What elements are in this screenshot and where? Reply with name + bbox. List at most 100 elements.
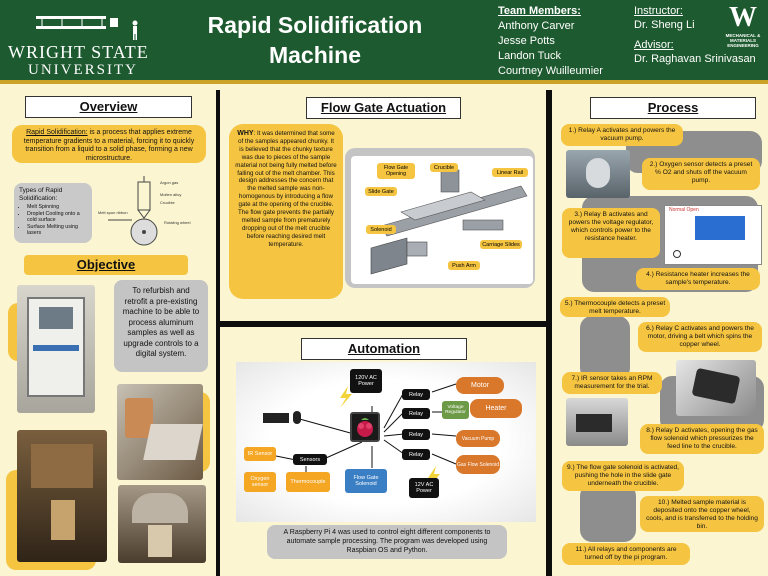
objective-box: To refurbish and retrofit a pre-existing… [114, 280, 208, 372]
decor-panel [580, 316, 630, 380]
definition-text: is a process that applies extreme temper… [23, 129, 195, 162]
left-column: Overview Rapid Solidification: is a proc… [0, 90, 216, 576]
vacuum-pump-photo [566, 150, 630, 198]
why-box: WHY: It was determined that some of the … [229, 124, 343, 299]
header-gold-stripe [0, 80, 768, 84]
faculty: Instructor: Dr. Sheng Li Advisor: Dr. Ra… [634, 4, 756, 66]
melt-spinning-diagram: Argon gas Molten alloy Crucible Melt spu… [98, 176, 210, 248]
dept-logo-text: MECHANICAL & MATERIALS ENGINEERING [725, 33, 761, 48]
logo-line-1: WRIGHT STATE [8, 42, 149, 62]
dept-logo-letter: W [729, 2, 757, 33]
process-step: 6.) Relay C activates and powers the mot… [638, 322, 762, 352]
instructor-heading: Instructor: [634, 5, 683, 17]
instructor-name: Dr. Sheng Li [634, 19, 695, 31]
process-step: 3.) Relay B activates and powers the vol… [562, 208, 660, 258]
advisor-name: Dr. Raghavan Srinivasan [634, 53, 756, 65]
output-voltage-regulator: Voltage Regulator [442, 401, 469, 419]
relay-diagram: Normal Open [664, 205, 762, 265]
type-item: Surface Melting using lasers [27, 224, 87, 237]
sensor-ir: IR Sensor [244, 447, 276, 461]
objective-text: To refurbish and retrofit a pre-existing… [122, 286, 200, 358]
label-flow-gate-opening: Flow Gate Opening [377, 163, 415, 179]
flow-gate-title: Flow Gate Actuation [306, 97, 461, 119]
label-solenoid: Solenoid [366, 225, 396, 234]
ir-sensor-photo [676, 360, 756, 416]
types-box: Types of Rapid Solidification: Melt Spin… [14, 183, 92, 243]
power-12v: 12V AC Power [409, 478, 439, 498]
automation-title: Automation [301, 338, 467, 360]
output-motor: Motor [456, 377, 504, 394]
types-heading: Types of Rapid Solidification: [19, 187, 63, 202]
team-member: Anthony Carver [498, 20, 575, 32]
process-step: 5.) Thermocouple detects a preset melt t… [560, 297, 670, 317]
type-item: Melt Spinning [27, 204, 87, 211]
machine-photo-before [17, 285, 95, 413]
automation-caption-box: A Raspberry Pi 4 was used to control eig… [267, 525, 507, 559]
team-member: Jesse Potts [498, 35, 555, 47]
diagram-label: Melt spun ribbon [98, 210, 128, 215]
team-member: Landon Tuck [498, 50, 561, 62]
solenoid-photo [566, 398, 628, 446]
machine-photo-interior [17, 430, 107, 562]
decor-panel [580, 484, 636, 542]
label-linear-rail: Linear Rail [492, 168, 528, 177]
label-slide-gate: Slide Gate [365, 187, 397, 196]
relay-1: Relay [402, 389, 430, 400]
why-text: : It was determined that some of the sam… [235, 130, 337, 248]
process-step: 7.) IR sensor takes an RPM measurement f… [562, 372, 662, 394]
raspberry-pi-icon [350, 412, 380, 442]
definition-box: Rapid Solidification: is a process that … [12, 125, 206, 163]
team-member: Courtney Wuilleumier [498, 65, 603, 77]
relay-2: Relay [402, 408, 430, 419]
diagram-label: Molten alloy [160, 192, 181, 197]
objective-title: Objective [24, 255, 188, 275]
sensor-thermocouple: Thermocouple [286, 472, 330, 492]
relay-diagram-label: Normal Open [669, 207, 699, 213]
relay-3: Relay [402, 429, 430, 440]
machine-photo-crucible [118, 485, 206, 563]
diagram-label: Rotating wheel [164, 220, 191, 225]
automation-caption: A Raspberry Pi 4 was used to control eig… [283, 529, 491, 554]
wright-state-logo: WRIGHT STATE UNIVERSITY [6, 6, 156, 78]
process-step: 11.) All relays and components are turne… [562, 543, 690, 565]
sensor-oxygen: Oxygen sensor [244, 472, 276, 492]
label-carriage-slides: Carriage Slides [480, 240, 522, 249]
figure-icon [132, 20, 138, 40]
process-step: 9.) The flow gate solenoid is activated,… [562, 461, 684, 491]
column-divider [216, 90, 220, 576]
overview-title: Overview [25, 96, 192, 118]
label-push-arm: Push Arm [448, 261, 480, 270]
process-title: Process [590, 97, 756, 119]
wright-flyer-icon [36, 16, 118, 29]
process-step: 1.) Relay A activates and powers the vac… [561, 124, 683, 146]
poster-title: Rapid Solidification Machine [207, 12, 423, 68]
diagram-label: Crucible [160, 200, 175, 205]
process-step: 10.) Melted sample material is deposited… [640, 496, 764, 532]
power-120v: 120V AC Power [350, 369, 382, 393]
type-item: Droplet Cooling onto a cold surface [27, 211, 87, 224]
output-vacuum-pump: Vacuum Pump [456, 430, 500, 447]
process-step: 2.) Oxygen sensor detects a preset % O2 … [642, 158, 760, 190]
label-crucible: Crucible [430, 163, 458, 172]
section-divider [220, 321, 546, 327]
output-heater: Heater [470, 399, 522, 418]
definition-term: Rapid Solidification: [26, 129, 88, 136]
output-gas-flow-solenoid: Gas Flow Solenoid [456, 455, 500, 474]
flow-gate-solenoid-node: Flow Gate Solenoid [345, 469, 387, 493]
column-divider [546, 90, 552, 576]
diagram-label: Argon gas [160, 180, 178, 185]
machine-photo-wheel [117, 384, 203, 480]
dept-logo: W MECHANICAL & MATERIALS ENGINEERING [722, 2, 764, 49]
relay-4: Relay [402, 449, 430, 460]
why-label: WHY [237, 130, 254, 137]
process-step: 4.) Resistance heater increases the samp… [636, 268, 760, 290]
logo-line-2: UNIVERSITY [28, 62, 138, 78]
team-heading: Team Members: [498, 5, 581, 17]
raspberry-icon [357, 418, 373, 437]
team-members: Team Members: Anthony Carver Jesse Potts… [498, 4, 603, 79]
header-bar: WRIGHT STATE UNIVERSITY Rapid Solidifica… [0, 0, 768, 84]
advisor-heading: Advisor: [634, 39, 674, 51]
sensors-label: Sensors [293, 454, 327, 465]
process-step: 8.) Relay D activates, opening the gas f… [640, 424, 764, 454]
